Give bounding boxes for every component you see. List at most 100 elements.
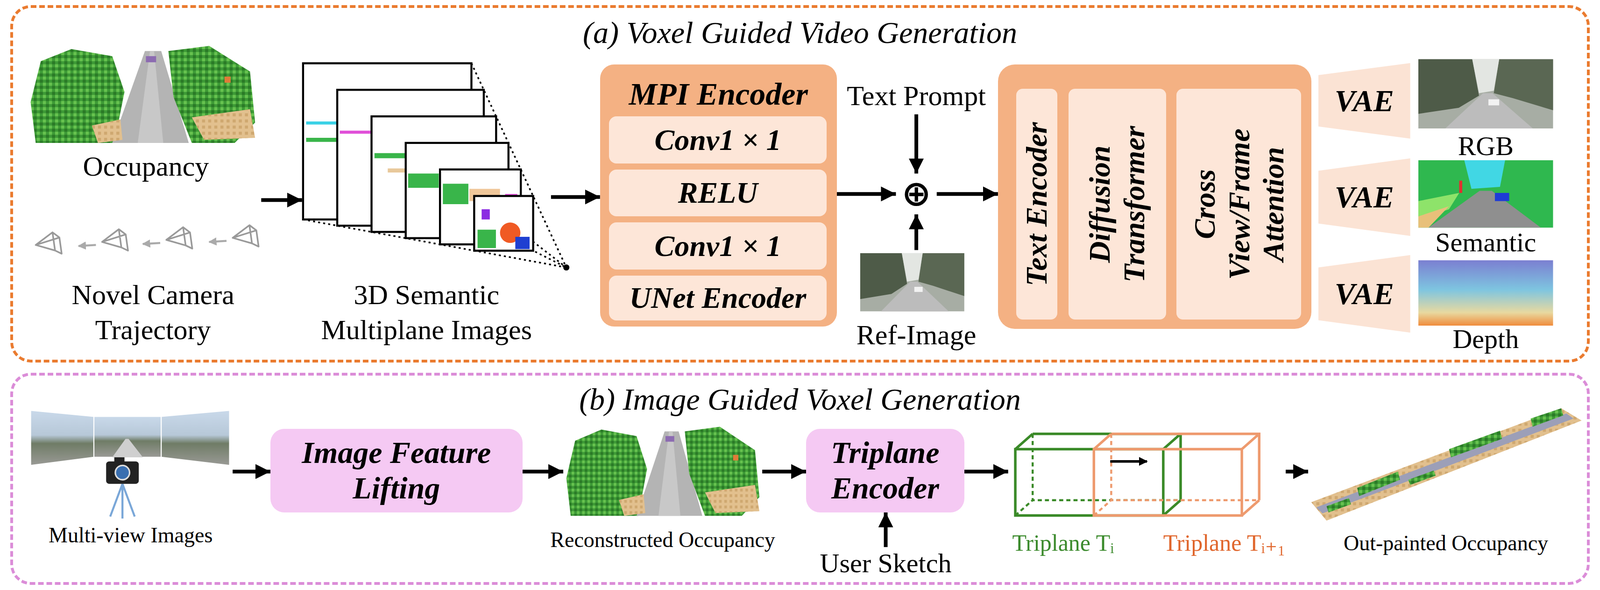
shift-arrow <box>1110 460 1147 463</box>
semantic-pole <box>1458 180 1463 193</box>
outpainted-trees <box>1530 408 1564 427</box>
perspective-line <box>303 63 567 268</box>
output-figure: Depth <box>1416 258 1556 358</box>
box-label: UNet Encoder <box>608 280 827 316</box>
reconstructed-picture <box>566 426 760 516</box>
process-box: Triplane Encoder <box>806 428 965 513</box>
vae-box: VAE <box>1318 158 1411 236</box>
panel-title: (b) Image Guided Voxel Generation <box>13 381 1587 418</box>
module-box: Cross View/Frame Attention <box>1176 88 1302 320</box>
trapezoid-fill <box>1318 63 1411 139</box>
input-label: User Sketch <box>814 548 958 579</box>
outpainted-figure: Out-painted Occupancy <box>1308 403 1584 557</box>
figure-caption: Multi-view Images <box>28 521 233 549</box>
triplane-label: Triplane Tᵢ <box>1012 529 1114 557</box>
sum-symbol: ⊕ <box>895 176 937 212</box>
trapezoid-fill <box>1318 254 1411 333</box>
camera-icon <box>164 226 193 253</box>
triplane-box <box>1093 433 1260 516</box>
outpainted-trees <box>1357 471 1401 496</box>
figure-caption: 3D Semantic Multiplane Images <box>302 277 552 348</box>
box-label: Conv1 × 1 <box>608 122 827 158</box>
trajectory-arrow <box>78 244 96 246</box>
plane-blob <box>515 236 530 249</box>
box-label: RELU <box>608 175 827 211</box>
box-label: VAE <box>1318 83 1411 119</box>
plane-strip <box>408 173 439 188</box>
occupancy-picture <box>30 45 256 143</box>
depth-picture <box>1418 260 1553 326</box>
flow-arrow <box>936 191 999 196</box>
multiplane-picture <box>303 63 570 271</box>
occupancy-figure: Occupancy <box>30 45 262 210</box>
multiplane-figure: 3D Semantic Multiplane Images <box>302 59 552 350</box>
input-label-node: Text Prompt <box>834 77 999 115</box>
output-figure: RGB <box>1416 58 1556 161</box>
panel-title: (a) Voxel Guided Video Generation <box>13 14 1587 51</box>
module-box: Text Encoder <box>1016 88 1057 320</box>
plane-strip <box>477 229 496 248</box>
outpainted-trees <box>1326 497 1351 513</box>
camera-trajectory-figure: Novel Camera Trajectory <box>30 216 276 349</box>
triplane-picture <box>1015 433 1260 516</box>
view-road <box>112 438 143 458</box>
layer-box: UNet Encoder <box>608 275 827 321</box>
generator-box: Text EncoderDiffusion TransformerCross V… <box>998 64 1312 329</box>
flow-arrow <box>884 512 888 547</box>
flow-arrow <box>261 198 302 202</box>
camera-icon <box>231 224 259 250</box>
trapezoid-fill <box>1318 158 1411 236</box>
vae-box: VAE <box>1318 254 1411 333</box>
camera-icon <box>100 228 128 255</box>
figure-caption: RGB <box>1416 129 1556 164</box>
vae-box: VAE <box>1318 63 1411 139</box>
panel-frame: (b) Image Guided Voxel GenerationMulti-v… <box>10 372 1590 585</box>
flow-arrow <box>836 191 897 196</box>
flow-arrow <box>914 114 919 174</box>
box-label: VAE <box>1318 276 1411 312</box>
outpainted-trees <box>1449 430 1503 458</box>
box-label: Image Feature Lifting <box>270 434 523 506</box>
layer-box: Conv1 × 1 <box>608 222 827 270</box>
outpainted-picture <box>1311 408 1582 521</box>
view-image <box>93 416 162 458</box>
input-label: Text Prompt <box>834 79 999 113</box>
output-figure: Semantic <box>1416 158 1556 259</box>
triplane-figure: Triplane Tᵢ Triplane Tᵢ₊₁ <box>1008 423 1286 567</box>
semantic-picture <box>1418 160 1553 228</box>
view-image <box>30 410 94 466</box>
figure-caption: Ref-Image <box>839 317 993 353</box>
rgb-picture <box>1418 59 1553 129</box>
reference-picture <box>860 253 965 312</box>
box-label: Triplane Encoder <box>806 434 965 506</box>
camera-icon <box>34 231 62 257</box>
triplane-label: Triplane Tᵢ₊₁ <box>1163 529 1286 557</box>
view-image <box>161 410 230 466</box>
figure-caption: Reconstructed Occupancy <box>535 526 791 554</box>
reference-image-figure: Ref-Image <box>856 249 976 352</box>
flow-arrow <box>914 214 919 250</box>
vanishing-point <box>563 264 570 271</box>
flow-arrow <box>1285 469 1309 474</box>
tripod <box>110 483 135 519</box>
process-box: Image Feature Lifting <box>270 428 523 513</box>
plane-blob <box>481 209 490 220</box>
box-label: Cross View/Frame Attention <box>1187 124 1291 284</box>
sum-node: ⊕ <box>895 173 937 214</box>
outpainted-trees <box>1408 470 1436 485</box>
figure-caption: Novel Camera Trajectory <box>30 277 276 348</box>
trajectory-arrow <box>142 242 161 244</box>
input-label-node: User Sketch <box>814 546 958 580</box>
box-label: VAE <box>1318 179 1411 215</box>
layer-box: RELU <box>608 169 827 217</box>
encoder-box: MPI EncoderConv1 × 1RELUConv1 × 1UNet En… <box>600 64 837 327</box>
flow-arrow <box>551 195 601 199</box>
box-label: Text Encoder <box>1019 106 1055 303</box>
reconstructed-figure: Reconstructed Occupancy <box>563 418 763 557</box>
outpainted-ground <box>1311 408 1582 521</box>
trajectory-arrow <box>209 240 227 242</box>
plane-strip <box>442 183 469 205</box>
triplane-hidden-edge <box>1093 433 1260 516</box>
box-label: Conv1 × 1 <box>608 228 827 264</box>
